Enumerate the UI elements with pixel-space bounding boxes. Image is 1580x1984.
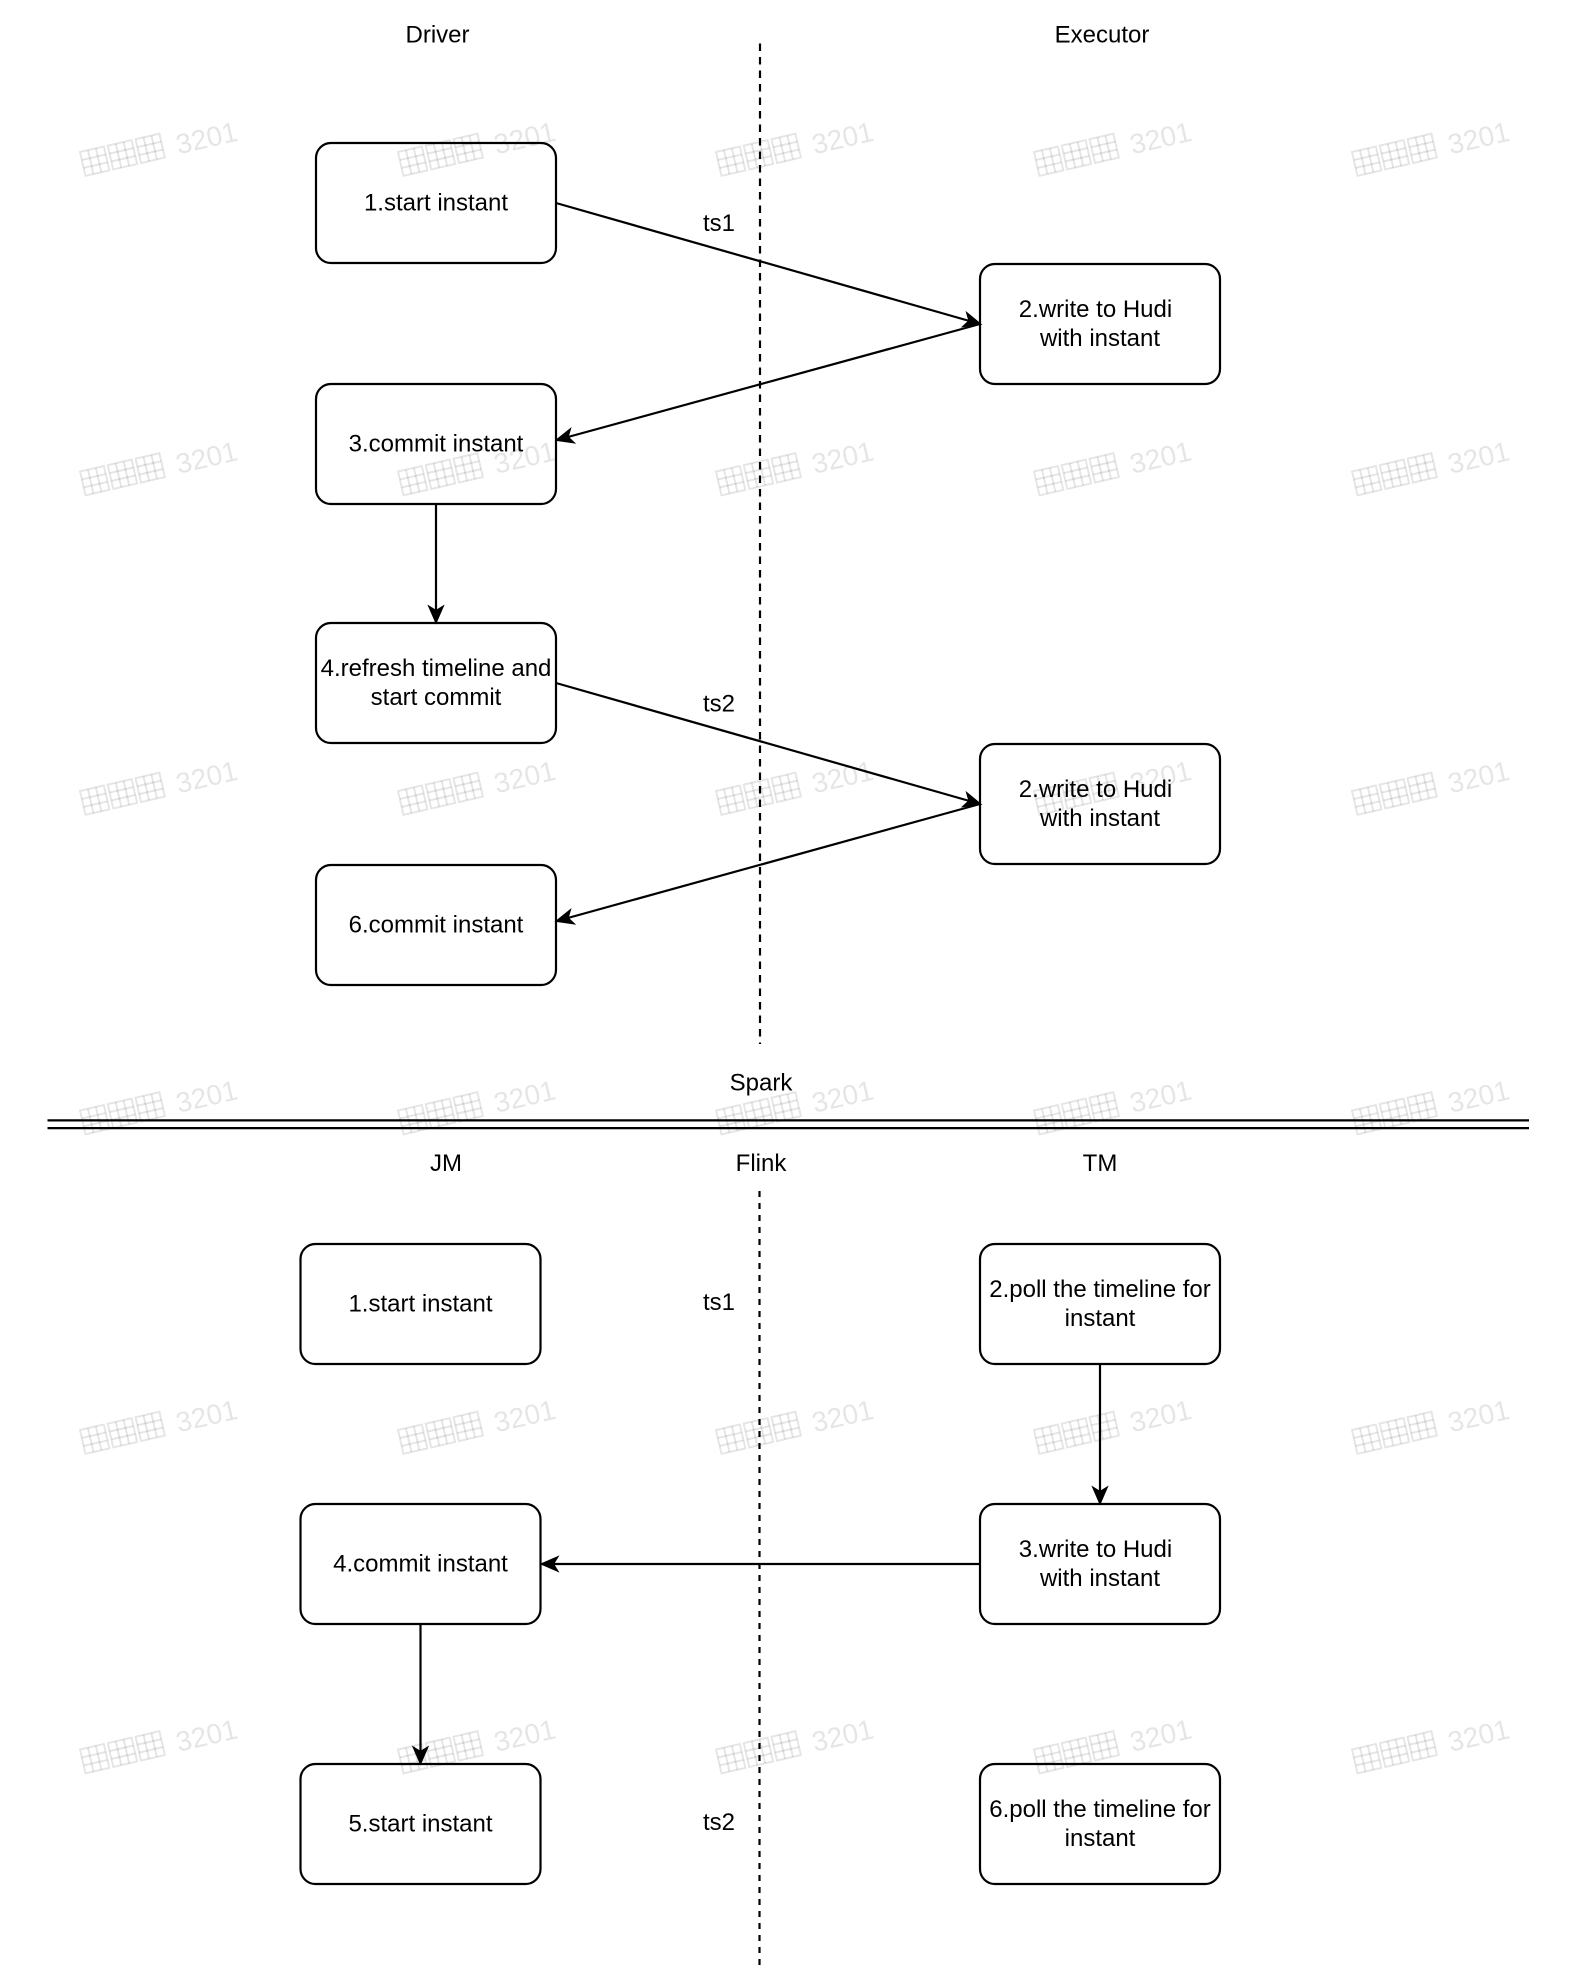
svg-text:ts1: ts1 (703, 210, 735, 237)
svg-text:2.write to Hudi: 2.write to Hudi (1019, 296, 1172, 323)
svg-text:4.commit instant: 4.commit instant (333, 1551, 508, 1578)
svg-text:ts2: ts2 (703, 691, 735, 718)
svg-text:ts1: ts1 (703, 1289, 735, 1316)
svg-text:3.write to Hudi: 3.write to Hudi (1019, 1536, 1172, 1563)
svg-text:1.start instant: 1.start instant (348, 1291, 492, 1318)
svg-text:TM: TM (1083, 1150, 1118, 1177)
svg-text:instant: instant (1065, 1825, 1136, 1852)
svg-text:with instant: with instant (1039, 325, 1160, 352)
svg-text:6.commit instant: 6.commit instant (349, 912, 524, 939)
svg-text:start commit: start commit (371, 684, 502, 711)
svg-text:3.commit instant: 3.commit instant (349, 431, 524, 458)
svg-text:JM: JM (430, 1150, 462, 1177)
svg-text:2.write to Hudi: 2.write to Hudi (1019, 776, 1172, 803)
svg-text:4.refresh timeline and: 4.refresh timeline and (321, 655, 552, 682)
svg-text:instant: instant (1065, 1305, 1136, 1332)
svg-text:5.start instant: 5.start instant (348, 1811, 492, 1838)
svg-text:Spark: Spark (730, 1070, 794, 1097)
svg-text:with instant: with instant (1039, 1565, 1160, 1592)
svg-text:Executor: Executor (1055, 22, 1150, 49)
svg-text:with instant: with instant (1039, 805, 1160, 832)
svg-text:1.start instant: 1.start instant (364, 190, 508, 217)
svg-text:2.poll the timeline for: 2.poll the timeline for (989, 1276, 1210, 1303)
svg-text:ts2: ts2 (703, 1809, 735, 1836)
svg-text:Driver: Driver (406, 22, 470, 49)
svg-text:6.poll the timeline for: 6.poll the timeline for (989, 1796, 1210, 1823)
svg-text:Flink: Flink (736, 1150, 788, 1177)
